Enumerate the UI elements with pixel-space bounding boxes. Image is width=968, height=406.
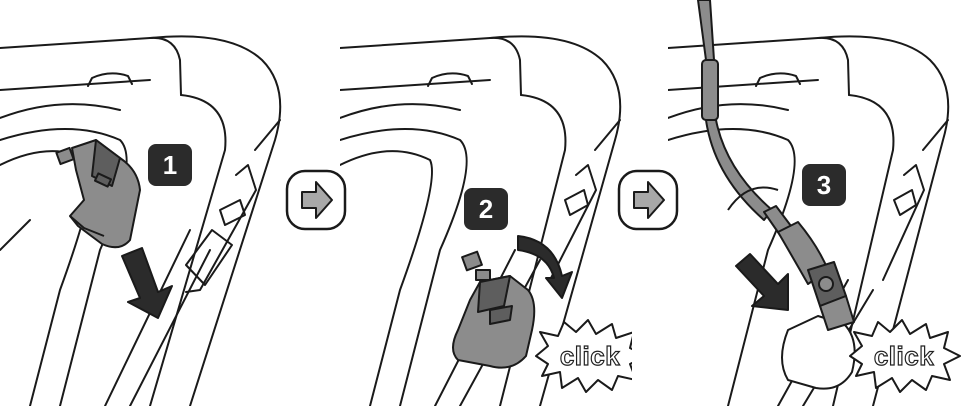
down-arrow-icon [736,254,788,310]
next-arrow-icon [284,168,348,232]
adapter-part [453,252,534,368]
click-burst-icon: click [844,316,964,396]
step-badge-1: 1 [148,144,192,186]
click-label: click [530,316,632,396]
step-number: 2 [479,194,493,225]
click-burst-icon: click [530,316,632,396]
step-badge-2: 2 [464,188,508,230]
adapter-part [56,140,140,247]
step-3-panel: 3 click [668,0,968,406]
step-1-illustration [0,0,286,406]
step-1-panel: 1 [0,0,286,406]
step-badge-3: 3 [802,164,846,206]
step-number: 3 [817,170,831,201]
click-label: click [844,316,964,396]
step-2-panel: 2 click [340,0,632,406]
step-number: 1 [163,150,177,181]
